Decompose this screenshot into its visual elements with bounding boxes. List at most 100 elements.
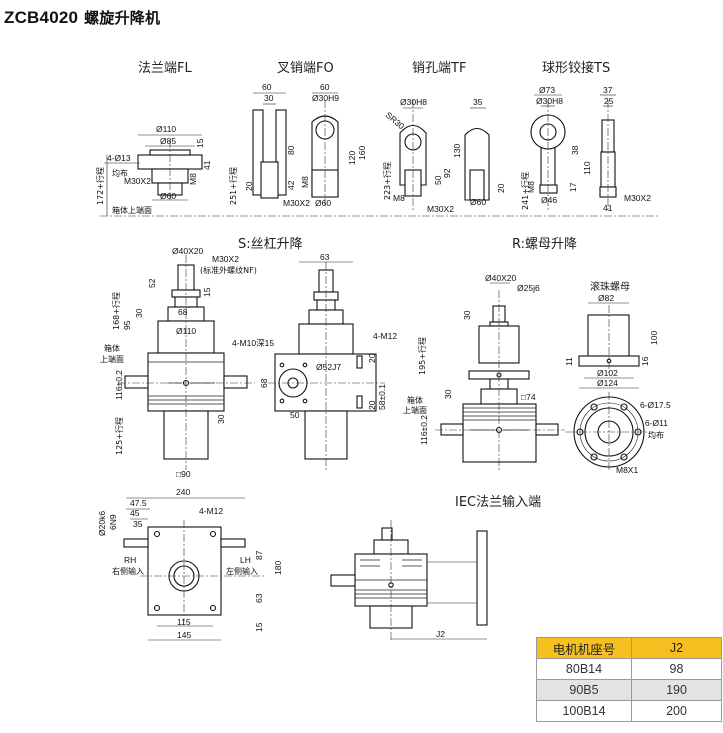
- model-number: ZCB4020: [4, 8, 79, 27]
- ts-dim-25: 25: [604, 96, 614, 106]
- nut-dim-d82: Ø82: [598, 293, 614, 303]
- tf-dim-50: 50: [433, 175, 443, 185]
- nut-dim-holes-a: 6-Ø17.5: [640, 400, 671, 410]
- s-dim-15: 15: [202, 287, 212, 297]
- ts-dim-thread: M30X2: [624, 193, 651, 203]
- fo-dim-42: 42: [286, 180, 296, 190]
- bottom-dim-m12: 4-M12: [199, 506, 223, 516]
- fl-dim-d110: Ø110: [156, 124, 176, 134]
- r-dim-screw: Ø40X20: [485, 273, 516, 283]
- nut-dim-11: 11: [564, 357, 574, 366]
- bottom-dim-87: 87: [254, 550, 264, 560]
- table-header-motor-frame: 电机机座号: [536, 637, 632, 659]
- s-dim-screw: Ø40X20: [172, 246, 203, 256]
- nut-dim-100: 100: [649, 331, 659, 345]
- s-surface-label-2: 上端面: [100, 354, 124, 364]
- fo-dim-stroke: 251+行程: [228, 167, 238, 205]
- motor-frame-table: 电机机座号 J2 80B14 98 90B5 190 100B14 200: [536, 637, 722, 722]
- r-dim-30: 30: [462, 310, 472, 320]
- tf-dim-m8: M8: [393, 193, 405, 203]
- s-side-drawing: [118, 255, 255, 470]
- table-row: 80B14 98: [536, 658, 722, 680]
- table-cell-j2: 190: [631, 679, 722, 701]
- bottom-label-rh-cn: 右侧输入: [112, 566, 144, 576]
- fl-dim-d60: Ø60: [160, 191, 176, 201]
- bottom-dim-180: 180: [273, 561, 283, 575]
- bottom-dim-key: 6N9: [108, 514, 118, 530]
- s-dim-stroke: 168+行程: [111, 292, 121, 330]
- tf-dim-stroke: 223+行程: [382, 162, 392, 200]
- fo-dim-m8: M8: [300, 176, 310, 188]
- s-dim-50: 50: [290, 410, 300, 420]
- fl-dim-stroke: 172+行程: [95, 167, 105, 205]
- ballnut-drawing: [565, 302, 652, 472]
- table-header-row: 电机机座号 J2: [536, 637, 722, 659]
- fo-dim-thread: M30X2: [283, 198, 310, 208]
- fl-dim-holes: 4-Ø13: [107, 153, 131, 163]
- bottom-dim-35: 35: [133, 519, 143, 529]
- bottom-dim-15: 15: [254, 622, 264, 632]
- tf-dim-92: 92: [442, 168, 452, 178]
- top-view-drawing: [123, 497, 265, 641]
- section-title-fo: 叉销端FO: [277, 61, 334, 76]
- tf-dim-35: 35: [473, 97, 483, 107]
- table-row: 100B14 200: [536, 700, 722, 722]
- ts-dim-d46: Ø46: [541, 195, 557, 205]
- section-title-tf: 销孔端TF: [412, 61, 466, 76]
- tf-dim-thread: M30X2: [427, 204, 454, 214]
- fo-dim-pin: Ø30H9: [312, 93, 339, 103]
- s-dim-square: □90: [176, 469, 191, 479]
- s-dim-holes: 4-M10深15: [232, 338, 274, 348]
- section-title-r: R:螺母升降: [512, 237, 577, 252]
- fo-drawing: [252, 92, 339, 205]
- fl-dim-15: 15: [195, 138, 205, 148]
- tf-dim-d60: Ø60: [470, 197, 486, 207]
- fo-dim-60a: 60: [262, 82, 272, 92]
- table-cell-j2: 200: [631, 700, 722, 722]
- fo-dim-30: 30: [264, 93, 274, 103]
- section-title-s: S:丝杠升降: [238, 236, 303, 252]
- nut-dim-holes-b: 6-Ø11: [645, 418, 668, 428]
- r-surface-label-2: 上端面: [403, 405, 427, 415]
- s-dim-30b: 30: [216, 414, 226, 424]
- fl-dim-d85: Ø85: [160, 136, 176, 146]
- s-dim-68: 68: [259, 378, 269, 388]
- s-surface-label: 箱体: [104, 343, 120, 353]
- nut-dim-even: 均布: [648, 430, 664, 440]
- bottom-label-lh: LH: [240, 555, 251, 565]
- nut-dim-16: 16: [640, 356, 650, 366]
- product-name: 螺旋升降机: [84, 10, 161, 27]
- section-title-iec: IEC法兰输入端: [455, 494, 541, 510]
- s-dim-d52j7: Ø52J7: [316, 362, 341, 372]
- nut-dim-m8: M8X1: [616, 465, 638, 475]
- bottom-label-lh-cn: 左侧输入: [226, 566, 258, 576]
- fo-dim-60b: 60: [320, 82, 330, 92]
- bottom-dim-shaft: Ø20k6: [97, 511, 107, 536]
- section-title-ts: 球形铰接TS: [542, 60, 610, 76]
- table-cell-frame: 100B14: [536, 700, 632, 722]
- fo-dim-80: 80: [286, 145, 296, 155]
- s-dim-lower: 125+行程: [114, 417, 124, 455]
- fl-dim-m8: M8: [188, 173, 198, 185]
- ts-dim-17: 17: [568, 182, 578, 192]
- ts-dim-110: 110: [582, 161, 592, 175]
- table-cell-frame: 80B14: [536, 658, 632, 680]
- s-dim-m12: 4-M12: [373, 331, 397, 341]
- iec-dim-j2: J2: [436, 629, 445, 639]
- section-title-fl: 法兰端FL: [138, 61, 192, 76]
- bottom-dim-63: 63: [254, 593, 264, 603]
- tf-dim-sr: SR30: [384, 110, 407, 132]
- tf-dim-pin: Ø30H8: [400, 97, 427, 107]
- bottom-dim-240: 240: [176, 487, 190, 497]
- ts-dim-38: 38: [570, 145, 580, 155]
- ts-dim-37: 37: [603, 85, 613, 95]
- r-surface-label: 箱体: [407, 395, 423, 405]
- r-dim-30b: 30: [443, 389, 453, 399]
- s-dim-63: 63: [320, 252, 330, 262]
- s-dim-52: 52: [147, 278, 157, 288]
- ts-drawing: [530, 94, 617, 210]
- fl-surface-label: 箱体上端面: [112, 205, 152, 215]
- bottom-dim-45: 45: [130, 508, 140, 518]
- s-dim-height: 116±0.2: [114, 370, 124, 400]
